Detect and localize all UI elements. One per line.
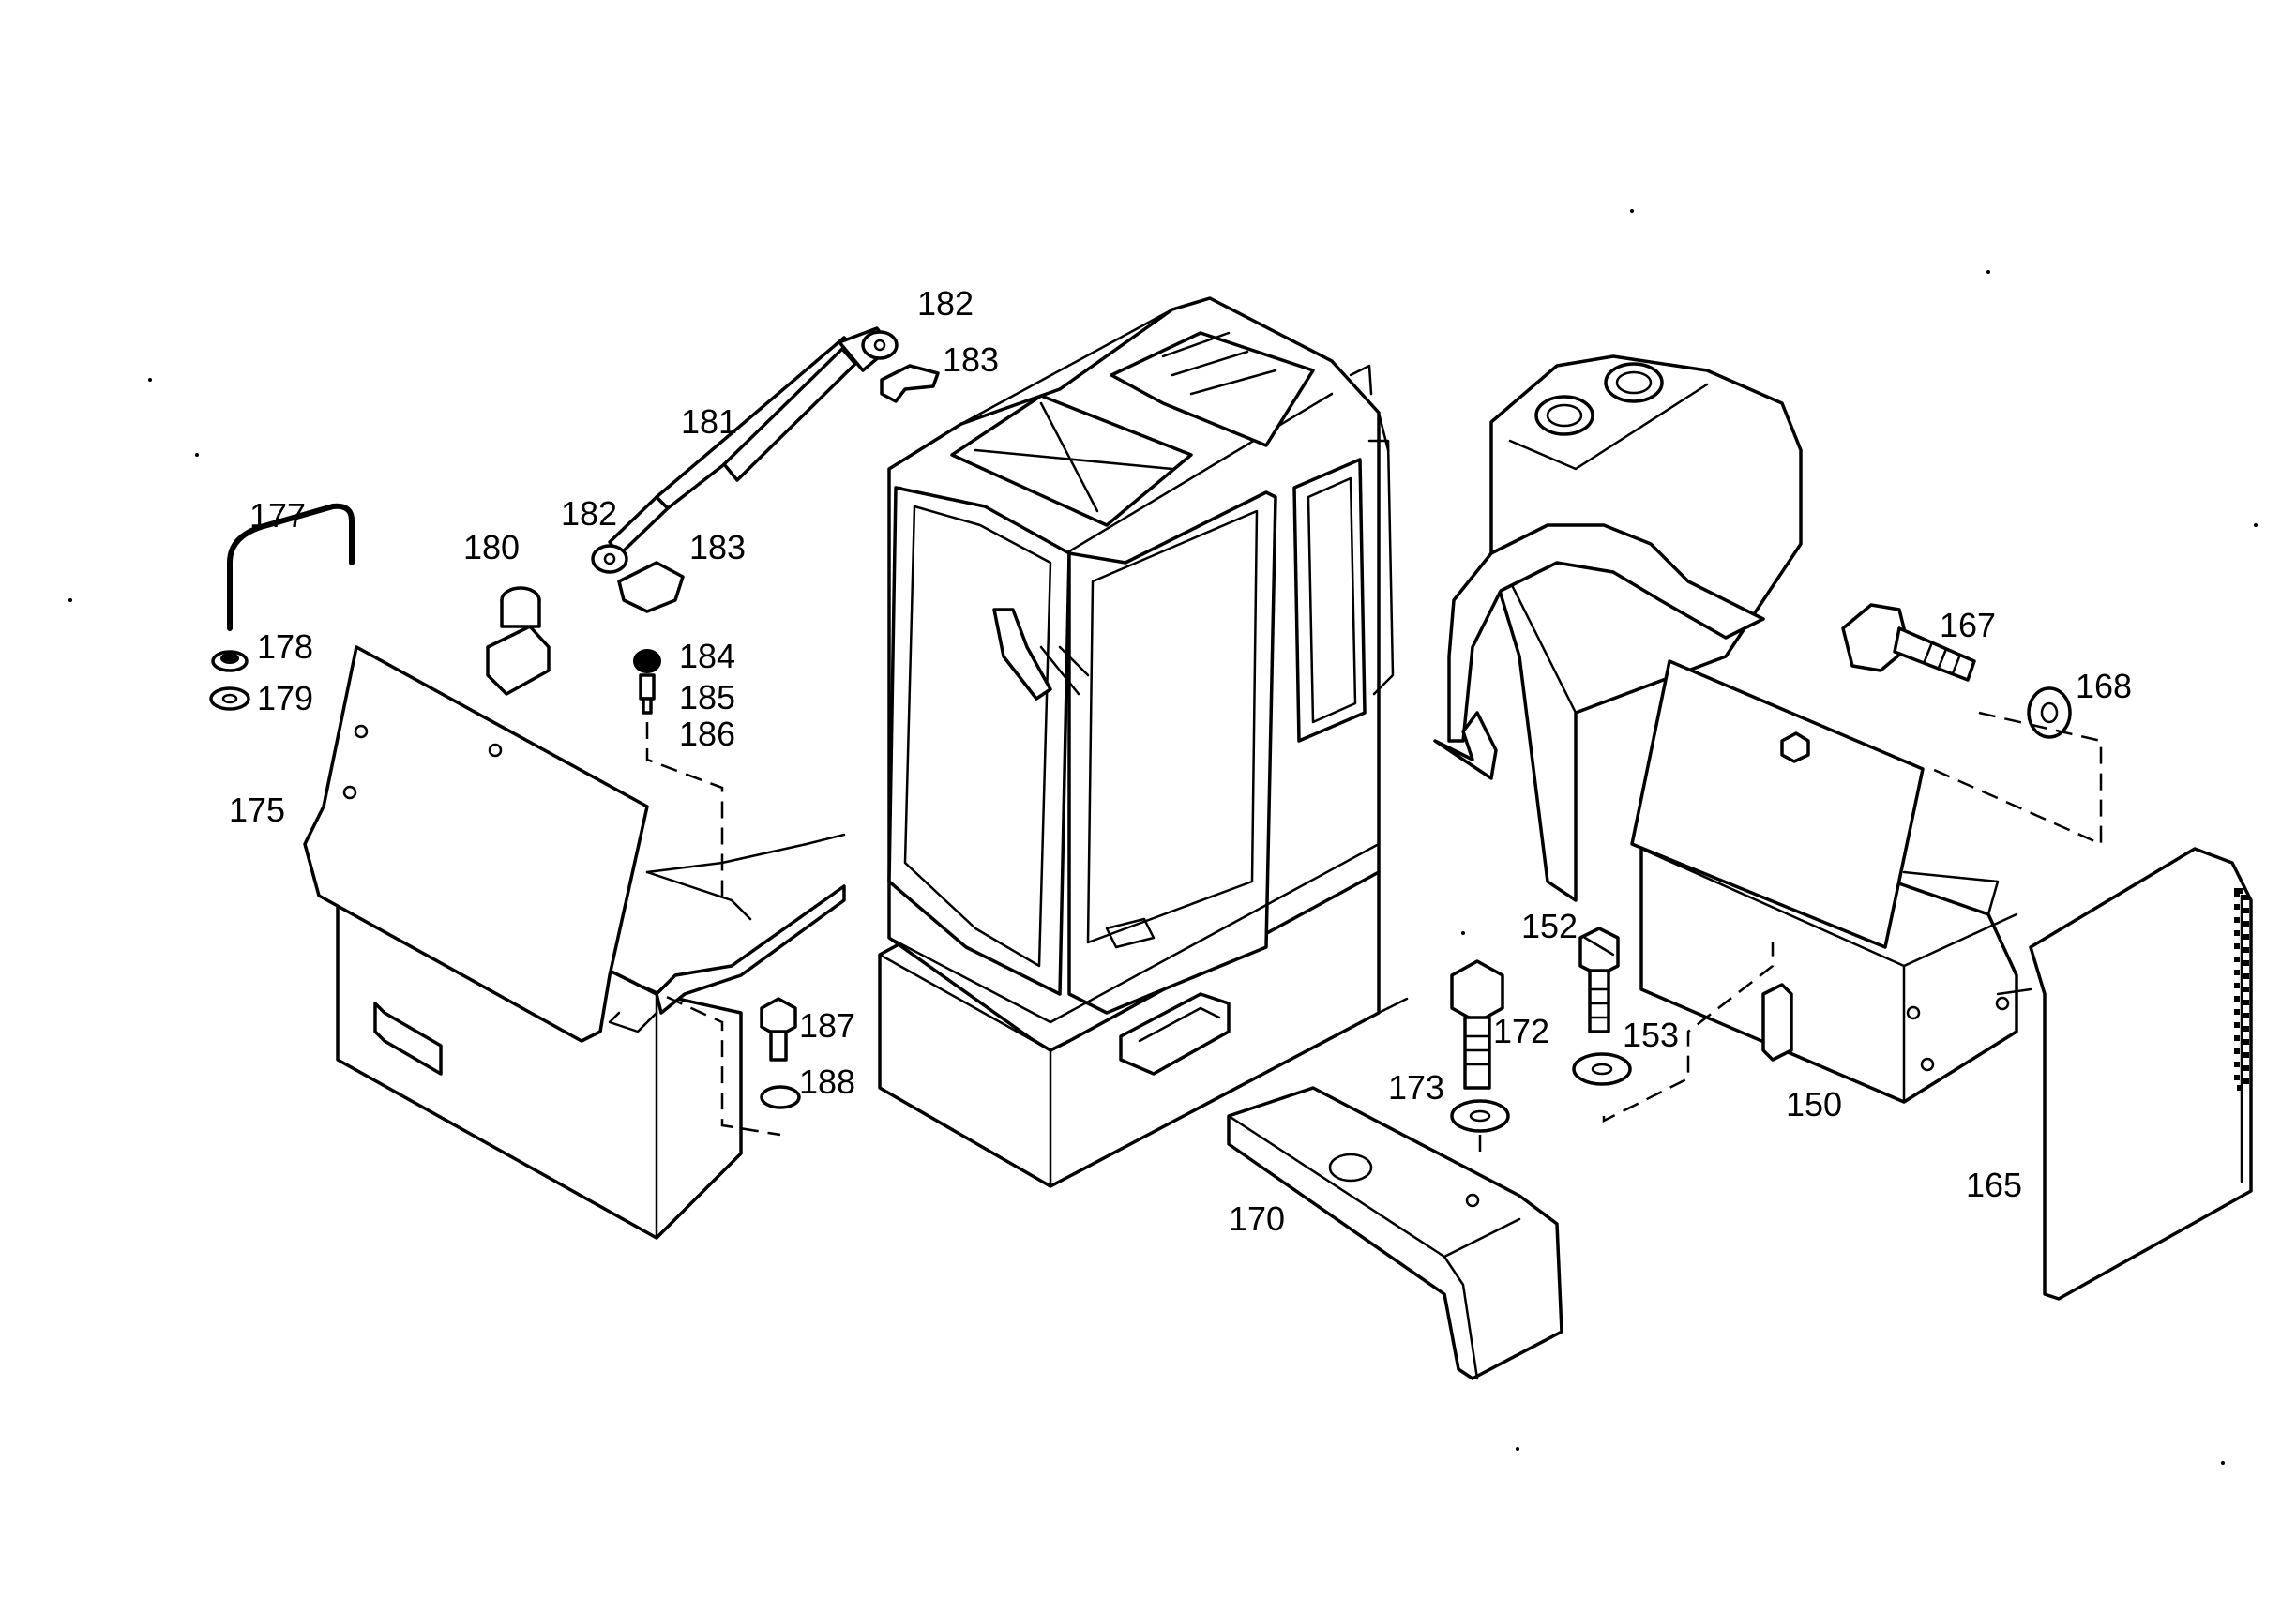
label-183-top: 183 (943, 340, 999, 379)
bolt-152 (1578, 927, 1620, 1033)
callout-labels: 182 183 181 182 183 177 180 178 179 184 … (229, 284, 2132, 1238)
nut-178 (211, 650, 249, 672)
side-panel-165 (2029, 847, 2253, 1301)
label-179: 179 (257, 679, 313, 717)
label-152: 152 (1521, 907, 1578, 945)
label-182-top: 182 (917, 284, 974, 323)
left-toolbox (303, 645, 846, 1240)
label-170: 170 (1229, 1199, 1285, 1238)
label-187: 187 (799, 1006, 855, 1045)
gas-strut-181 (608, 326, 893, 557)
fastener-184-186 (633, 649, 661, 715)
label-178: 178 (257, 627, 313, 666)
label-167: 167 (1940, 606, 1996, 644)
clip-183-top (880, 364, 940, 403)
label-181: 181 (681, 402, 737, 441)
label-150: 150 (1786, 1085, 1842, 1123)
latch-180 (486, 586, 551, 696)
label-173: 173 (1388, 1068, 1444, 1107)
eyelet-182-top (861, 330, 899, 360)
label-182-bottom: 182 (561, 494, 617, 533)
scan-specks (68, 209, 2258, 1465)
rear-fender-panel (1433, 354, 1803, 902)
bolt-187 (760, 997, 797, 1062)
washer-179 (209, 686, 250, 711)
label-188: 188 (799, 1063, 855, 1101)
eyelet-182-bottom (591, 544, 628, 574)
label-165: 165 (1966, 1166, 2022, 1204)
bracket-170 (1227, 1086, 1563, 1380)
label-184: 184 (679, 637, 735, 675)
label-183-bottom: 183 (689, 528, 746, 566)
operator-cab (878, 296, 1395, 1188)
label-177: 177 (249, 496, 306, 535)
leader-lines (618, 711, 2103, 1158)
washer-153 (1572, 1052, 1632, 1086)
washer-188 (760, 1085, 801, 1109)
label-168: 168 (2076, 667, 2132, 705)
right-toolbox (1630, 659, 2018, 1104)
washer-168 (2027, 686, 2072, 739)
u-bolt-177 (227, 503, 355, 631)
bolt-167 (1841, 603, 1976, 682)
label-175: 175 (229, 791, 285, 829)
clip-183-bottom (617, 561, 685, 613)
label-153: 153 (1623, 1016, 1679, 1054)
label-185: 185 (679, 678, 735, 716)
label-172: 172 (1493, 1012, 1549, 1050)
label-180: 180 (463, 528, 520, 566)
washer-173 (1450, 1099, 1510, 1133)
bolt-172 (1450, 959, 1504, 1090)
label-186: 186 (679, 715, 735, 753)
